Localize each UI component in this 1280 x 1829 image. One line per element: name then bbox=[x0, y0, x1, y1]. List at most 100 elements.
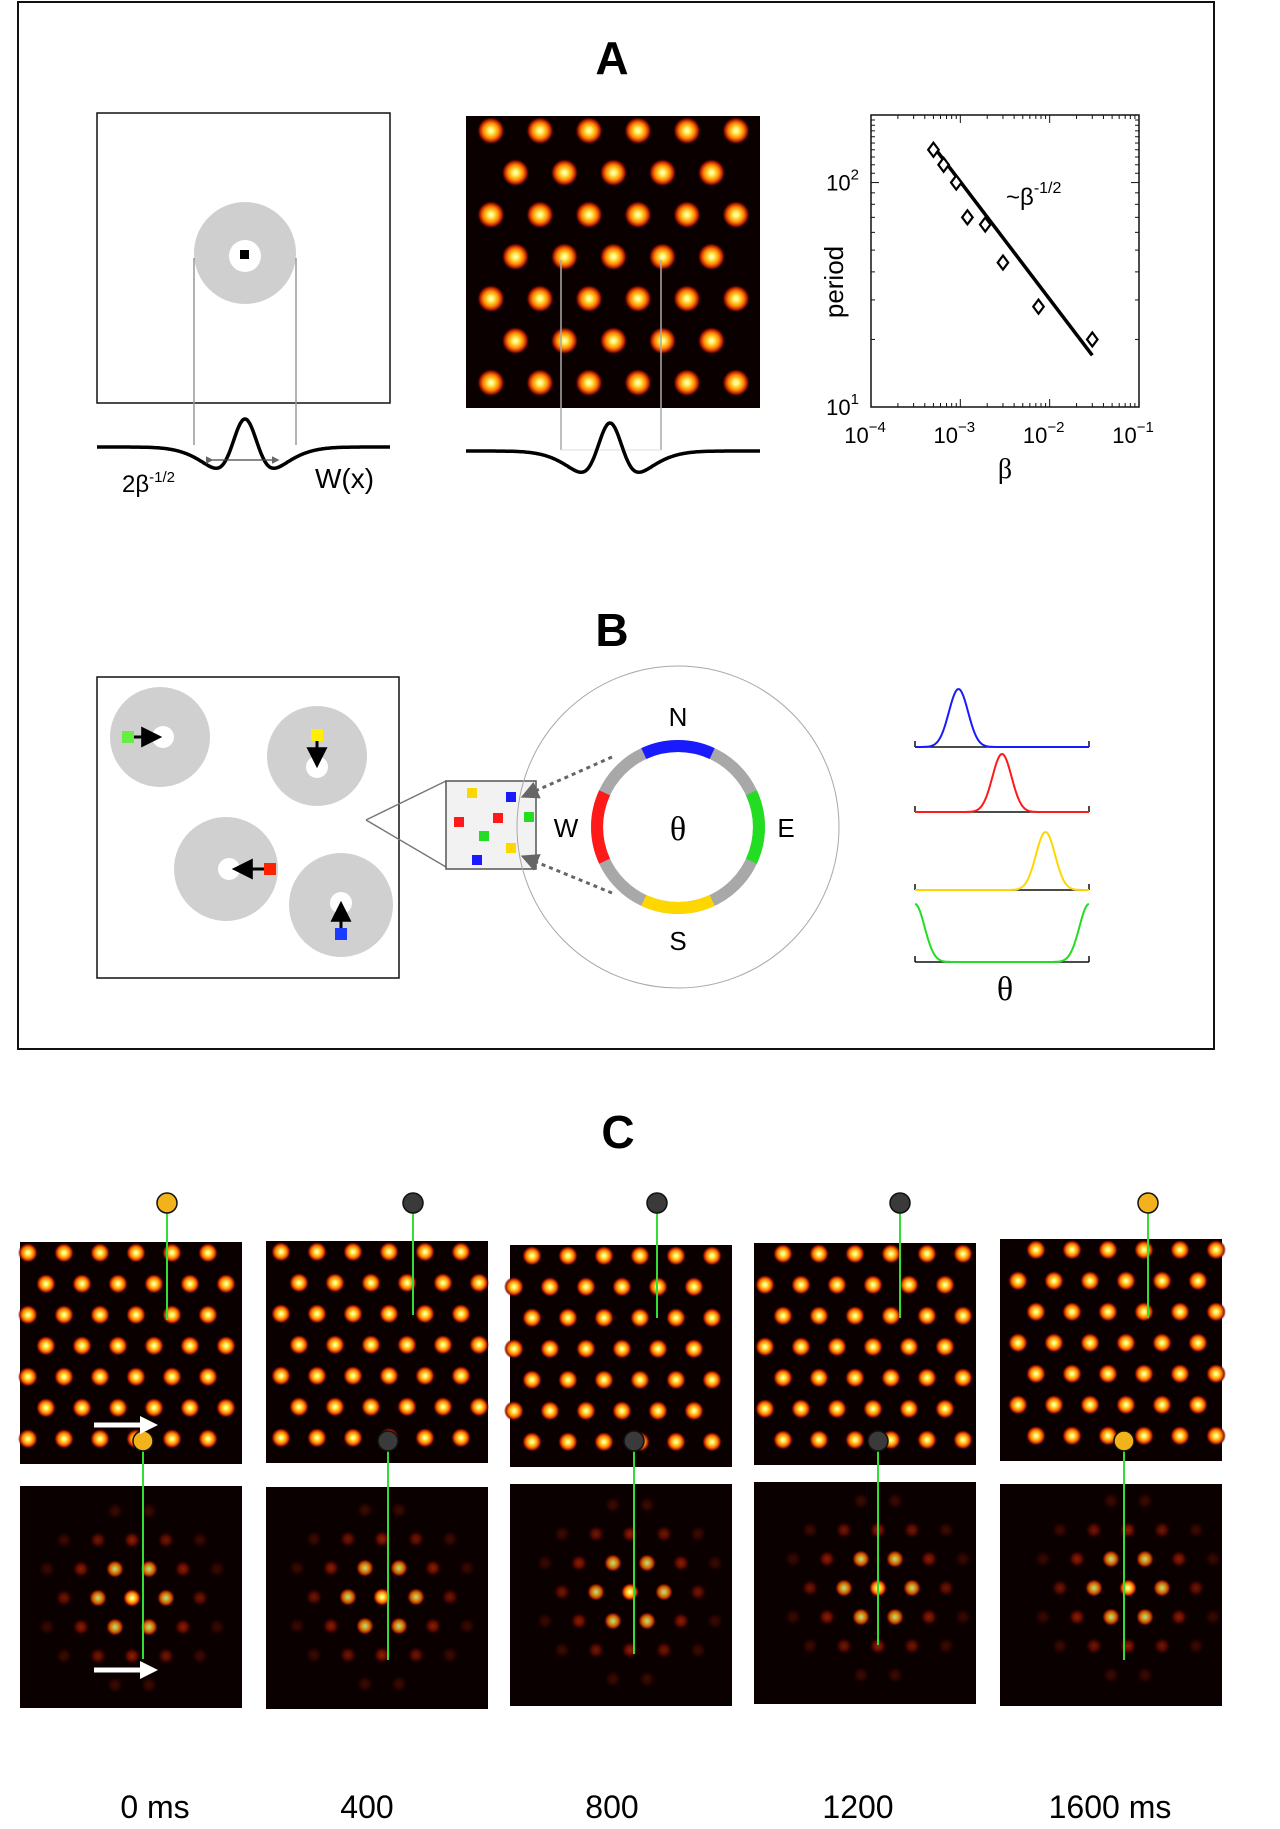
activity-bump bbox=[90, 1304, 110, 1325]
activity-bump bbox=[886, 1608, 904, 1626]
activity-bump bbox=[558, 1307, 578, 1328]
activity-bump bbox=[575, 200, 603, 229]
activity-bump bbox=[845, 1367, 865, 1388]
activity-bump bbox=[570, 1612, 588, 1630]
activity-bump bbox=[536, 1612, 554, 1630]
activity-bump bbox=[424, 1617, 442, 1635]
activity-bump bbox=[648, 326, 677, 355]
activity-bump bbox=[1026, 1425, 1046, 1446]
activity-bump bbox=[702, 1431, 722, 1452]
activity-bump bbox=[198, 1366, 218, 1387]
activity-bump bbox=[140, 1676, 158, 1694]
activity-bump bbox=[666, 1245, 686, 1266]
activity-bump bbox=[106, 1560, 124, 1578]
activity-bump bbox=[72, 1273, 92, 1294]
activity-bump bbox=[288, 1559, 306, 1577]
activity-bump bbox=[1152, 1394, 1172, 1415]
activity-bump bbox=[307, 1241, 327, 1262]
activity-bump bbox=[1119, 1637, 1137, 1655]
activity-bump bbox=[504, 1276, 524, 1297]
activity-bump bbox=[587, 1525, 605, 1543]
activity-bump bbox=[648, 242, 677, 271]
activity-bump bbox=[673, 284, 701, 313]
activity-bump bbox=[1051, 1637, 1069, 1655]
activity-bump bbox=[575, 368, 603, 397]
activity-bump bbox=[886, 1550, 904, 1568]
activity-bump bbox=[702, 1369, 722, 1390]
activity-bump bbox=[1152, 1270, 1172, 1291]
data-point bbox=[978, 215, 992, 234]
activity-bump bbox=[1188, 1270, 1208, 1291]
activity-bump bbox=[397, 1334, 417, 1355]
cell-indicator bbox=[623, 1430, 645, 1452]
activity-bump bbox=[424, 1559, 442, 1577]
tuning-curve bbox=[915, 752, 1089, 813]
activity-bump bbox=[339, 1588, 357, 1606]
activity-bump bbox=[1044, 1270, 1064, 1291]
panel-a-label: A bbox=[595, 32, 628, 84]
activity-bump bbox=[784, 1550, 802, 1568]
activity-bump bbox=[54, 1366, 74, 1387]
activity-bump bbox=[648, 158, 677, 187]
activity-bump bbox=[1136, 1492, 1154, 1510]
activity-bump bbox=[1204, 1608, 1222, 1626]
x-tick-label: 10−2 bbox=[1023, 419, 1065, 448]
grid-frame-top bbox=[1000, 1239, 1226, 1461]
activity-bump bbox=[570, 1554, 588, 1572]
activity-bump bbox=[1170, 1301, 1190, 1322]
activity-bump bbox=[361, 1334, 381, 1355]
activity-bump bbox=[684, 1276, 704, 1297]
activity-bump bbox=[72, 1618, 90, 1636]
activity-bump bbox=[198, 1242, 218, 1263]
activity-bump bbox=[441, 1646, 459, 1664]
activity-bump bbox=[339, 1530, 357, 1548]
activity-bump bbox=[1170, 1550, 1188, 1568]
activity-bump bbox=[307, 1365, 327, 1386]
activity-bump bbox=[198, 1428, 218, 1449]
activity-bump bbox=[407, 1530, 425, 1548]
activity-bump bbox=[157, 1531, 175, 1549]
activity-bump bbox=[550, 158, 579, 187]
activity-bump bbox=[575, 116, 603, 145]
time-label: 400 bbox=[340, 1789, 393, 1825]
activity-bump bbox=[373, 1588, 391, 1606]
activity-bump bbox=[1008, 1332, 1028, 1353]
activity-bump bbox=[343, 1303, 363, 1324]
activity-bump bbox=[784, 1608, 802, 1626]
data-point bbox=[996, 253, 1010, 272]
activity-bump bbox=[140, 1502, 158, 1520]
activity-bump bbox=[540, 1276, 560, 1297]
activity-bump bbox=[477, 200, 505, 229]
activity-bump bbox=[504, 1338, 524, 1359]
activity-bump bbox=[863, 1398, 883, 1419]
activity-bump bbox=[1044, 1332, 1064, 1353]
activity-bump bbox=[451, 1365, 471, 1386]
activity-bump bbox=[621, 1641, 639, 1659]
activity-bump bbox=[307, 1303, 327, 1324]
activity-bump bbox=[38, 1560, 56, 1578]
activity-bump bbox=[379, 1241, 399, 1262]
activity-bump bbox=[157, 1589, 175, 1607]
activity-bump bbox=[180, 1273, 200, 1294]
activity-bump bbox=[18, 1428, 38, 1449]
activity-bump bbox=[630, 1245, 650, 1266]
zoom-line-bottom bbox=[365, 819, 447, 868]
activity-bump bbox=[1062, 1425, 1082, 1446]
activity-bump bbox=[433, 1272, 453, 1293]
velocity-arrowhead bbox=[140, 1416, 158, 1434]
activity-bump bbox=[1187, 1637, 1205, 1655]
tuning-curve bbox=[914, 903, 1090, 963]
activity-bump bbox=[307, 1427, 327, 1448]
activity-bump bbox=[407, 1588, 425, 1606]
activity-bump bbox=[1134, 1425, 1154, 1446]
tuning-curves bbox=[914, 688, 1090, 963]
kernel-name-label: W(x) bbox=[315, 463, 374, 494]
activity-bump bbox=[881, 1243, 901, 1264]
activity-bump bbox=[612, 1400, 632, 1421]
zoom-inset-neurons bbox=[454, 788, 534, 865]
activity-bump bbox=[791, 1398, 811, 1419]
activity-bump bbox=[289, 1272, 309, 1293]
activity-bump bbox=[433, 1396, 453, 1417]
activity-bump bbox=[953, 1429, 973, 1450]
